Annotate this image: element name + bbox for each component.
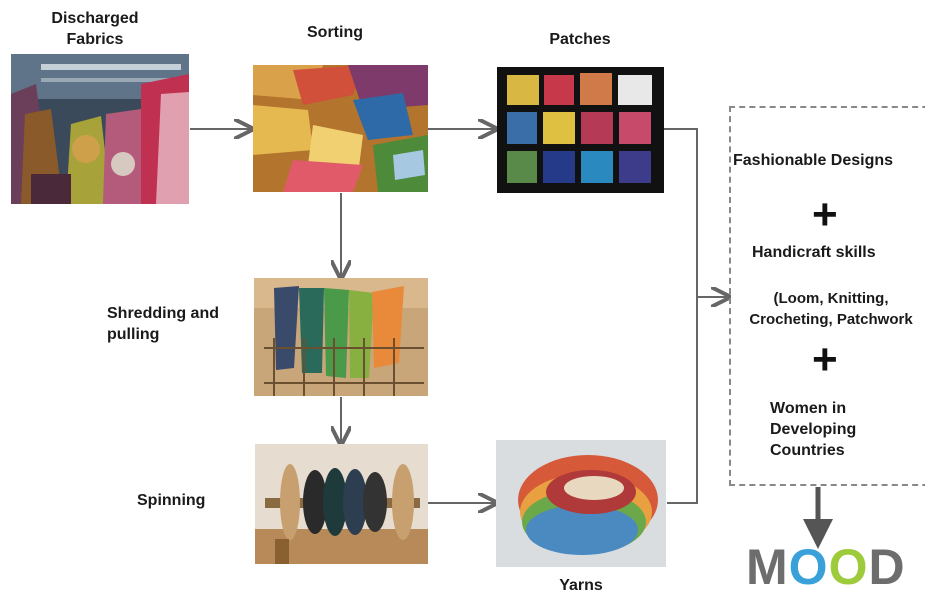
- sorting-photo: [253, 65, 428, 192]
- plus-icon: +: [812, 335, 838, 384]
- mood-logo: MOOD: [746, 538, 906, 596]
- logo-letter: O: [828, 539, 869, 595]
- label-fashionable-designs: Fashionable Designs: [733, 152, 894, 169]
- logo-letter: O: [788, 539, 829, 595]
- label-sorting: Sorting: [307, 24, 363, 41]
- discharged-fabrics-photo: [11, 54, 189, 204]
- spinning-photo: [255, 444, 428, 564]
- label-discharged-fabrics: Discharged Fabrics: [51, 10, 139, 48]
- label-patches: Patches: [549, 31, 611, 48]
- label-handicraft-skills: Handicraft skills: [752, 244, 876, 261]
- shredding-photo: [254, 278, 428, 396]
- patches-photo: [497, 67, 664, 193]
- plus-icon: +: [812, 190, 838, 239]
- label-shredding-pulling: Shredding and pulling: [107, 305, 219, 343]
- yarns-photo: [496, 440, 666, 567]
- label-women-developing-countries: Women in Developing Countries: [770, 400, 857, 459]
- label-yarns: Yarns: [559, 577, 603, 594]
- result-box: [729, 106, 925, 486]
- logo-letter: D: [868, 539, 906, 595]
- logo-letter: M: [746, 539, 789, 595]
- connector-patches-out: [664, 128, 698, 504]
- label-spinning: Spinning: [137, 492, 206, 509]
- label-techniques: (Loom, Knitting, Crocheting, Patchwork: [749, 290, 913, 328]
